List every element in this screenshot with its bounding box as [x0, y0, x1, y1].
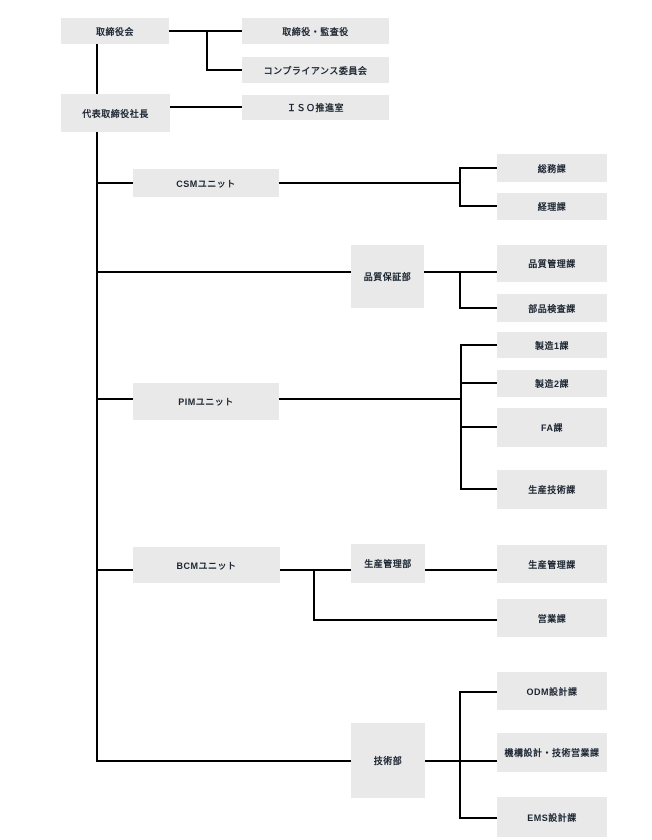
connector-to-prod-eng	[460, 488, 497, 490]
connector-eng-branch	[459, 692, 461, 819]
org-node-odm: ODM設計課	[497, 672, 607, 710]
org-node-keiri: 経理課	[497, 193, 607, 220]
connector-spine-qa	[96, 271, 351, 273]
org-node-eng-dept: 技術部	[351, 723, 425, 798]
connector-spine-eng	[96, 760, 351, 762]
connector-csm-branch	[459, 168, 461, 207]
connector-bcm-prod-mgmt-dept	[280, 569, 351, 571]
connector-spine-csm	[96, 182, 133, 184]
org-node-pim: PIMユニット	[133, 383, 279, 420]
org-node-president: 代表取締役社長	[61, 94, 170, 132]
connector-president-iso	[170, 106, 242, 108]
org-node-qa-dept: 品質保証部	[351, 245, 424, 308]
org-node-mech: 機構設計・技術営業課	[497, 733, 607, 772]
connector-pim-right	[279, 398, 461, 400]
org-node-iso: ＩＳＯ推進室	[242, 95, 389, 120]
org-node-prod-eng: 生産技術課	[497, 470, 607, 509]
connector-spine-bcm	[96, 569, 133, 571]
connector-main-spine	[96, 132, 98, 762]
connector-qa-branch	[459, 272, 461, 309]
org-node-parts-inspection: 部品検査課	[497, 294, 607, 322]
connector-to-fa	[460, 426, 497, 428]
connector-qa-qc	[424, 271, 497, 273]
org-node-mfg1: 製造1課	[497, 332, 607, 358]
connector-to-mfg1	[460, 344, 497, 346]
connector-board-directors	[169, 30, 242, 32]
connector-to-parts-inspection	[459, 307, 497, 309]
connector-to-sales	[313, 619, 497, 621]
connector-prod-mgmt-dept-ka	[425, 569, 497, 571]
connector-board-president	[96, 44, 98, 94]
org-node-directors-auditors: 取締役・監査役	[242, 18, 389, 44]
org-node-ems: EMS設計課	[497, 797, 607, 837]
connector-board-branch	[206, 31, 208, 71]
connector-bcm-sales-branch	[313, 570, 315, 621]
connector-to-odm	[459, 691, 497, 693]
org-node-compliance: コンプライアンス委員会	[242, 57, 389, 83]
org-node-board: 取締役会	[61, 18, 169, 44]
org-node-sales: 営業課	[497, 599, 607, 637]
connector-board-compliance	[206, 69, 242, 71]
org-node-csm: CSMユニット	[133, 169, 279, 197]
connector-spine-pim	[96, 398, 133, 400]
org-node-prod-mgmt-dept: 生産管理部	[351, 544, 425, 583]
org-node-prod-mgmt: 生産管理課	[497, 545, 607, 583]
connector-pim-branch	[460, 345, 462, 490]
connector-eng-mech	[425, 760, 497, 762]
org-node-fa: FA課	[497, 408, 607, 447]
connector-csm-right	[279, 182, 460, 184]
org-node-soumu: 総務課	[497, 154, 607, 182]
connector-to-ems	[459, 817, 497, 819]
org-node-bcm: BCMユニット	[133, 547, 280, 583]
org-node-mfg2: 製造2課	[497, 370, 607, 397]
org-node-qc: 品質管理課	[497, 245, 607, 282]
connector-to-mfg2	[460, 382, 497, 384]
connector-to-keiri	[459, 205, 497, 207]
connector-to-soumu	[459, 167, 497, 169]
